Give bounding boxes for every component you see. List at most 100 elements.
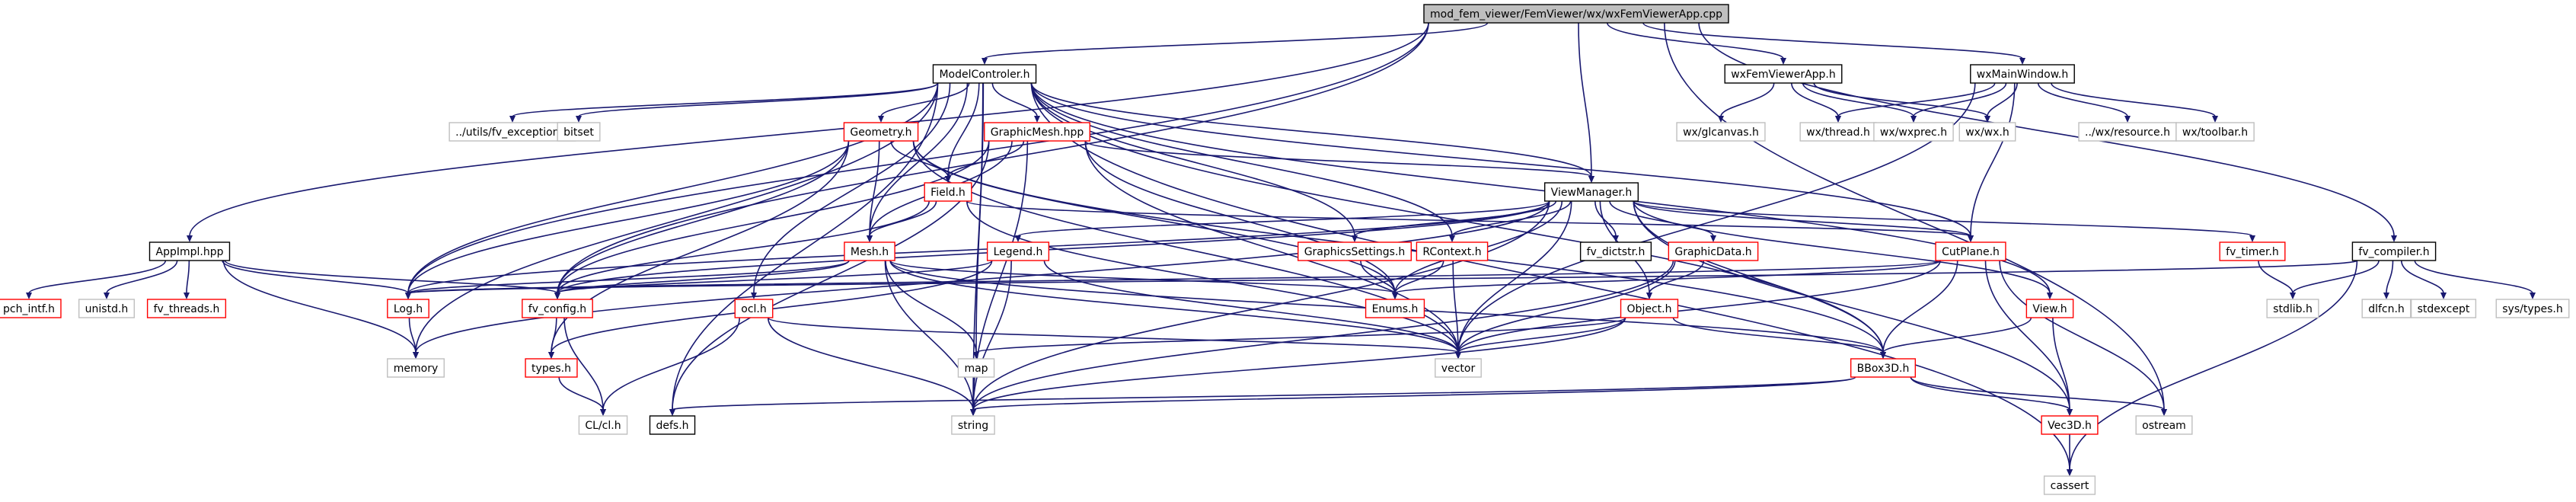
- node-graphicdata-h[interactable]: GraphicData.h: [1668, 241, 1759, 261]
- node-wx-glcanvas-h[interactable]: wx/glcanvas.h: [1676, 122, 1766, 142]
- dependency-edge: [415, 200, 1550, 353]
- node-label: vector: [1441, 363, 1476, 375]
- node-memory[interactable]: memory: [387, 358, 445, 378]
- node-log-h[interactable]: Log.h: [387, 299, 429, 318]
- node-box: [387, 358, 445, 378]
- dependency-edge: [557, 200, 930, 294]
- node-box: [1620, 299, 1679, 318]
- node-label: ../utils/fv_exception.h: [455, 126, 570, 139]
- node-field-h[interactable]: Field.h: [924, 182, 972, 202]
- node-wx-resource-h[interactable]: ../wx/resource.h: [2078, 122, 2177, 142]
- dependency-edge: [1457, 317, 1626, 353]
- node-unistd-h[interactable]: unistd.h: [78, 299, 136, 318]
- node-string[interactable]: string: [951, 415, 995, 435]
- node-box: [1935, 241, 2006, 261]
- node-cl-cl-h[interactable]: CL/cl.h: [578, 415, 628, 435]
- node-wxmainwindow-h[interactable]: wxMainWindow.h: [1970, 64, 2075, 84]
- node-label: fv_dictstr.h: [1587, 246, 1646, 258]
- dependency-edge: [672, 376, 1856, 411]
- node-viewmanager-h[interactable]: ViewManager.h: [1543, 182, 1639, 202]
- dependency-edge: [972, 260, 1674, 411]
- edge-arrowhead: [1455, 352, 1461, 359]
- edge-arrowhead: [2249, 235, 2255, 242]
- node-fv-timer-h[interactable]: fv_timer.h: [2219, 241, 2286, 261]
- node-legend-h[interactable]: Legend.h: [986, 241, 1050, 261]
- node-fv-compiler-h[interactable]: fv_compiler.h: [2351, 241, 2437, 261]
- dependency-edges: [26, 22, 2536, 476]
- dependency-edge: [551, 140, 850, 353]
- node-box: [2135, 415, 2193, 435]
- node-modelcontroler-h[interactable]: ModelControler.h: [932, 64, 1037, 84]
- edge-arrowhead: [1910, 116, 1917, 123]
- node-bbox3d-h[interactable]: BBox3D.h: [1850, 358, 1917, 378]
- node-label: Geometry.h: [850, 126, 911, 139]
- dependency-edge: [224, 260, 558, 294]
- node-dlfcn-h[interactable]: dlfcn.h: [2361, 299, 2412, 318]
- node-box: [148, 241, 231, 261]
- node-appimpl-hpp[interactable]: AppImpl.hpp: [148, 241, 231, 261]
- node-box: [649, 415, 696, 435]
- node-box: [2041, 415, 2099, 435]
- dependency-edge: [1882, 317, 2032, 353]
- node-graphicmesh-hpp[interactable]: GraphicMesh.hpp: [984, 122, 1090, 142]
- node-box: [984, 122, 1090, 142]
- node-sys-types-h[interactable]: sys/types.h: [2495, 299, 2570, 318]
- node-label: map: [964, 363, 988, 375]
- node-ostream[interactable]: ostream: [2135, 415, 2193, 435]
- node-vector[interactable]: vector: [1435, 358, 1482, 378]
- node-cutplane-h[interactable]: CutPlane.h: [1935, 241, 2006, 261]
- node-label: GraphicMesh.hpp: [991, 126, 1084, 139]
- edge-arrowhead: [2530, 293, 2536, 299]
- node-rcontext-h[interactable]: RContext.h: [1416, 241, 1489, 261]
- node-box: [924, 182, 972, 202]
- dependency-edge: [1030, 82, 1355, 237]
- dependency-edge: [1578, 22, 1592, 177]
- node-wx-toolbar-h[interactable]: wx/toolbar.h: [2175, 122, 2255, 142]
- dependency-edge: [1720, 82, 1775, 117]
- node-geometry-h[interactable]: Geometry.h: [843, 122, 919, 142]
- dependency-edge: [889, 260, 1459, 353]
- dependency-edge: [2051, 82, 2216, 117]
- dependency-edge: [869, 82, 969, 237]
- node-box: [2043, 475, 2096, 495]
- edge-arrowhead: [2383, 293, 2389, 299]
- node-mod-fem-viewer-femviewer-wx-wxfemviewerapp-cpp[interactable]: mod_fem_viewer/FemViewer/wx/wxFemViewerA…: [1423, 4, 1729, 24]
- node-vec3d-h[interactable]: Vec3D.h: [2041, 415, 2099, 435]
- node-defs-h[interactable]: defs.h: [649, 415, 696, 435]
- node-view-h[interactable]: View.h: [2025, 299, 2074, 318]
- node-object-h[interactable]: Object.h: [1620, 299, 1679, 318]
- node-box: [1423, 4, 1729, 24]
- node-label: wx/thread.h: [1806, 126, 1870, 139]
- node-map[interactable]: map: [957, 358, 995, 378]
- dependency-edge: [407, 260, 2358, 294]
- node-types-h[interactable]: types.h: [525, 358, 578, 378]
- dependency-edge: [972, 200, 1550, 411]
- dependency-edge: [1672, 317, 1884, 353]
- dependency-edge: [1882, 260, 1958, 353]
- node-box: [1435, 358, 1482, 378]
- node-fv-config-h[interactable]: fv_config.h: [522, 299, 593, 318]
- node-enums-h[interactable]: Enums.h: [1365, 299, 1425, 318]
- node-box: [1676, 122, 1766, 142]
- node-bitset[interactable]: bitset: [557, 122, 601, 142]
- node-ocl-h[interactable]: ocl.h: [734, 299, 774, 318]
- node-cassert[interactable]: cassert: [2043, 475, 2096, 495]
- node-label: ../wx/resource.h: [2085, 126, 2170, 139]
- dependency-edge: [1913, 82, 2007, 117]
- node-wx-wxprec-h[interactable]: wx/wxprec.h: [1873, 122, 1954, 142]
- node-pch-intf-h[interactable]: pch_intf.h: [0, 299, 62, 318]
- node-stdlib-h[interactable]: stdlib.h: [2266, 299, 2319, 318]
- node-utils-fv-exception-h[interactable]: ../utils/fv_exception.h: [448, 122, 576, 142]
- edge-arrowhead: [878, 116, 884, 123]
- node-box: [951, 415, 995, 435]
- node-graphicssettings-h[interactable]: GraphicsSettings.h: [1298, 241, 1412, 261]
- node-fv-dictstr-h[interactable]: fv_dictstr.h: [1579, 241, 1652, 261]
- edge-arrowhead: [2047, 293, 2053, 299]
- node-mesh-h[interactable]: Mesh.h: [844, 241, 895, 261]
- node-wx-wx-h[interactable]: wx/wx.h: [1958, 122, 2016, 142]
- node-wxfemviewerapp-h[interactable]: wxFemViewerApp.h: [1724, 64, 1843, 84]
- node-fv-threads-h[interactable]: fv_threads.h: [146, 299, 227, 318]
- dependency-edge: [1791, 82, 1839, 117]
- node-stdexcept[interactable]: stdexcept: [2410, 299, 2477, 318]
- node-wx-thread-h[interactable]: wx/thread.h: [1799, 122, 1877, 142]
